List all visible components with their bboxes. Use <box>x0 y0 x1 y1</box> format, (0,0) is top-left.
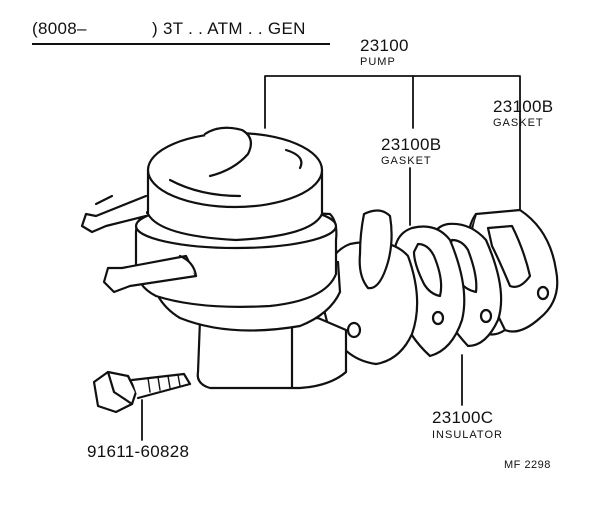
pump-body-drawing <box>134 126 338 308</box>
insulator-part-name: INSULATOR <box>432 429 503 441</box>
model-range-open: (8008– <box>32 19 87 38</box>
insulator-part-number: 23100C <box>432 408 494 427</box>
pump-part-number: 23100 <box>360 36 409 55</box>
gasket-inner-part-number: 23100B <box>381 135 442 154</box>
gasket-outer-part-number: 23100B <box>493 97 554 116</box>
gasket-outer-part-name: GASKET <box>493 117 544 129</box>
bolt-part-number: 91611-60828 <box>87 442 190 461</box>
fuel-nipples-drawing <box>80 194 198 294</box>
model-range-spec: ) 3T . . ATM . . GEN <box>152 19 306 38</box>
bolt-drawing <box>92 370 192 414</box>
header-underline <box>32 43 330 45</box>
figure-code: MF 2298 <box>504 459 551 471</box>
pump-part-name: PUMP <box>360 56 396 68</box>
leader-lines <box>141 75 521 441</box>
gasket-inner-part-name: GASKET <box>381 155 432 167</box>
